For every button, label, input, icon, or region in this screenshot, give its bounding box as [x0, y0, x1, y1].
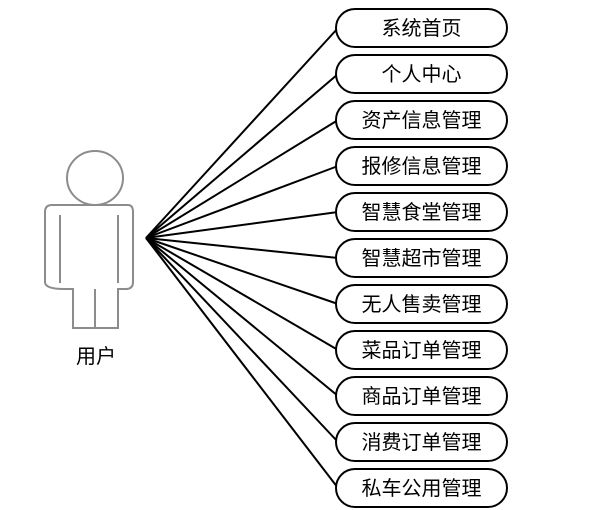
- connector-line: [145, 237, 339, 397]
- use-case-shape: [335, 54, 508, 94]
- use-case: 智慧食堂管理: [335, 192, 508, 232]
- use-case: 私车公用管理: [335, 468, 508, 508]
- use-case: 消费订单管理: [335, 422, 508, 462]
- connector-line: [145, 237, 339, 489]
- use-case-list: 系统首页个人中心资产信息管理报修信息管理智慧食堂管理智慧超市管理无人售卖管理菜品…: [335, 8, 508, 508]
- use-case-shape: [335, 468, 508, 508]
- person-icon: [44, 150, 134, 329]
- use-case-label: 系统首页: [382, 16, 462, 40]
- use-case-label: 菜品订单管理: [362, 338, 482, 362]
- actor-label: 用户: [76, 344, 116, 368]
- use-case-shape: [335, 146, 508, 186]
- use-case-label: 智慧食堂管理: [362, 200, 482, 224]
- use-case-shape: [335, 238, 508, 278]
- use-case-label: 商品订单管理: [362, 384, 482, 408]
- use-case-label: 私车公用管理: [362, 476, 482, 500]
- use-case: 资产信息管理: [335, 100, 508, 140]
- connector-line: [145, 73, 339, 239]
- use-case: 智慧超市管理: [335, 238, 508, 278]
- connector-line: [145, 237, 339, 351]
- use-case: 个人中心: [335, 54, 508, 94]
- use-case-shape: [335, 192, 508, 232]
- use-case-shape: [335, 284, 508, 324]
- connector-line: [145, 237, 339, 259]
- use-case-label: 报修信息管理: [362, 154, 482, 178]
- use-case-shape: [335, 330, 508, 370]
- use-case-label: 个人中心: [382, 62, 462, 86]
- connector-line: [145, 27, 339, 239]
- connectors: [145, 27, 339, 489]
- use-case-shape: [335, 8, 508, 48]
- connector-line: [145, 237, 339, 443]
- use-case: 报修信息管理: [335, 146, 508, 186]
- connector-line: [145, 119, 339, 239]
- use-case-label: 资产信息管理: [362, 108, 482, 132]
- connector-line: [145, 237, 339, 305]
- use-case-shape: [335, 100, 508, 140]
- use-case: 系统首页: [335, 8, 508, 48]
- use-case-shape: [335, 376, 508, 416]
- use-case-label: 智慧超市管理: [362, 246, 482, 270]
- use-case-label: 消费订单管理: [362, 430, 482, 454]
- connector-line: [145, 211, 339, 239]
- use-case: 无人售卖管理: [335, 284, 508, 324]
- actor: 用户: [44, 150, 134, 368]
- use-case: 菜品订单管理: [335, 330, 508, 370]
- connector-line: [145, 165, 339, 239]
- use-case-label: 无人售卖管理: [362, 292, 482, 316]
- use-case-shape: [335, 422, 508, 462]
- use-case: 商品订单管理: [335, 376, 508, 416]
